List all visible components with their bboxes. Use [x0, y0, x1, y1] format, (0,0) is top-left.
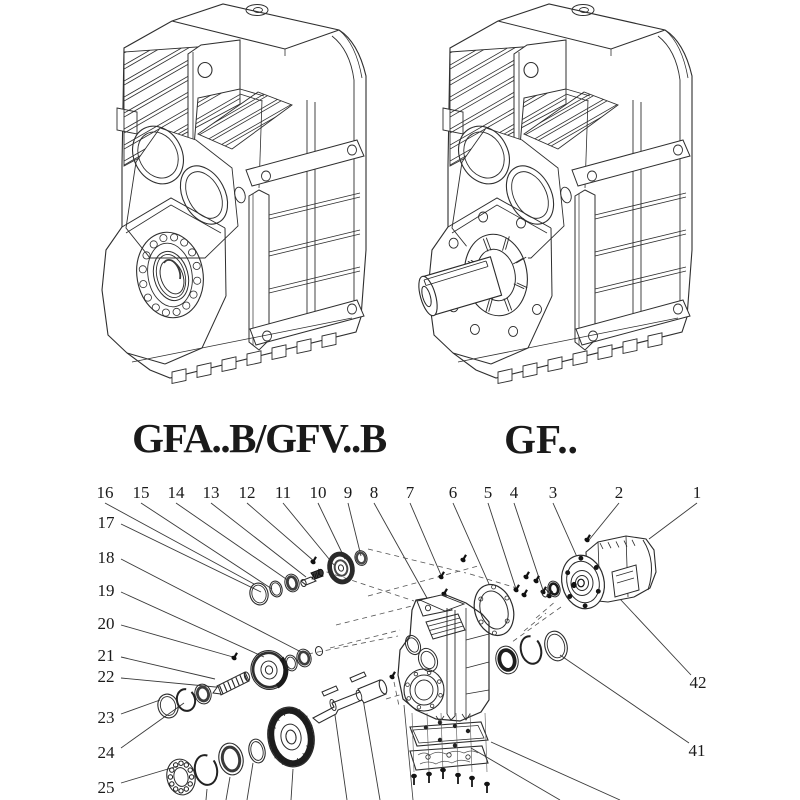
svg-text:15: 15 [133, 483, 150, 502]
svg-text:24: 24 [98, 743, 116, 762]
svg-text:4: 4 [510, 483, 519, 502]
svg-text:3: 3 [549, 483, 558, 502]
svg-text:16: 16 [97, 483, 114, 502]
svg-text:6: 6 [449, 483, 458, 502]
svg-text:1: 1 [693, 483, 702, 502]
svg-text:17: 17 [98, 513, 116, 532]
svg-text:13: 13 [203, 483, 220, 502]
svg-text:2: 2 [615, 483, 624, 502]
svg-text:22: 22 [98, 667, 115, 686]
svg-text:11: 11 [275, 483, 291, 502]
svg-text:20: 20 [98, 614, 115, 633]
svg-text:9: 9 [344, 483, 353, 502]
svg-text:5: 5 [484, 483, 493, 502]
svg-text:8: 8 [370, 483, 379, 502]
svg-text:42: 42 [690, 673, 707, 692]
svg-text:10: 10 [310, 483, 327, 502]
svg-text:25: 25 [98, 778, 115, 797]
svg-text:12: 12 [239, 483, 256, 502]
svg-text:23: 23 [98, 708, 115, 727]
svg-text:18: 18 [98, 548, 115, 567]
svg-text:19: 19 [98, 581, 115, 600]
svg-text:GF..: GF.. [504, 416, 578, 462]
svg-text:GFA..B/GFV..B: GFA..B/GFV..B [132, 415, 387, 461]
svg-text:7: 7 [406, 483, 415, 502]
svg-text:14: 14 [168, 483, 186, 502]
svg-text:41: 41 [689, 741, 706, 760]
svg-text:21: 21 [98, 646, 115, 665]
